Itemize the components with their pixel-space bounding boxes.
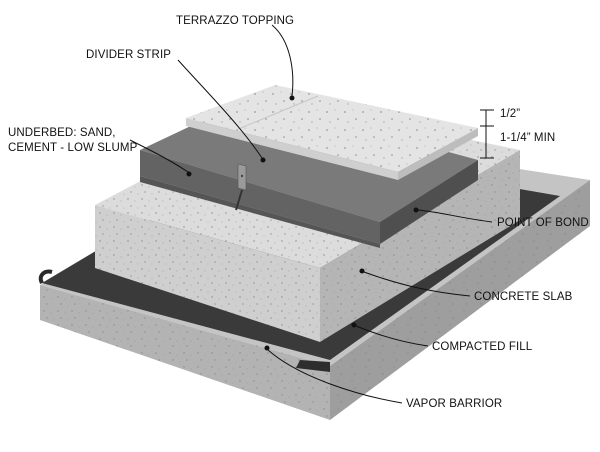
label-concrete-slab: CONCRETE SLAB <box>474 291 573 303</box>
label-terrazzo-topping: TERRAZZO TOPPING <box>176 15 294 27</box>
thickness-dimension <box>480 109 494 159</box>
leader-underbed <box>129 139 189 173</box>
label-underbed-line2: CEMENT - LOW SLUMP <box>8 142 138 154</box>
leader-compacted-fill <box>355 325 429 347</box>
leader-point-of-bond <box>417 209 493 223</box>
label-vapor-barrior: VAPOR BARRIOR <box>406 398 502 410</box>
leader-terrazzo-topping <box>271 24 294 97</box>
label-dimension-underbed: 1-1/4” MIN <box>500 132 555 144</box>
label-compacted-fill: COMPACTED FILL <box>432 341 533 353</box>
terrazzo-topping-layer <box>186 85 478 180</box>
divider-strip <box>235 163 247 211</box>
label-dimension-topping: 1/2” <box>500 108 520 120</box>
leader-divider-strip <box>177 59 263 159</box>
leader-lines <box>129 24 493 404</box>
leader-vapor-barrier <box>267 349 403 404</box>
label-divider-strip: DIVIDER STRIP <box>86 49 171 61</box>
label-underbed-line1: UNDERBED: SAND, <box>8 127 116 139</box>
label-point-of-bond: POINT OF BOND <box>497 217 589 229</box>
leader-concrete-slab <box>363 271 471 297</box>
